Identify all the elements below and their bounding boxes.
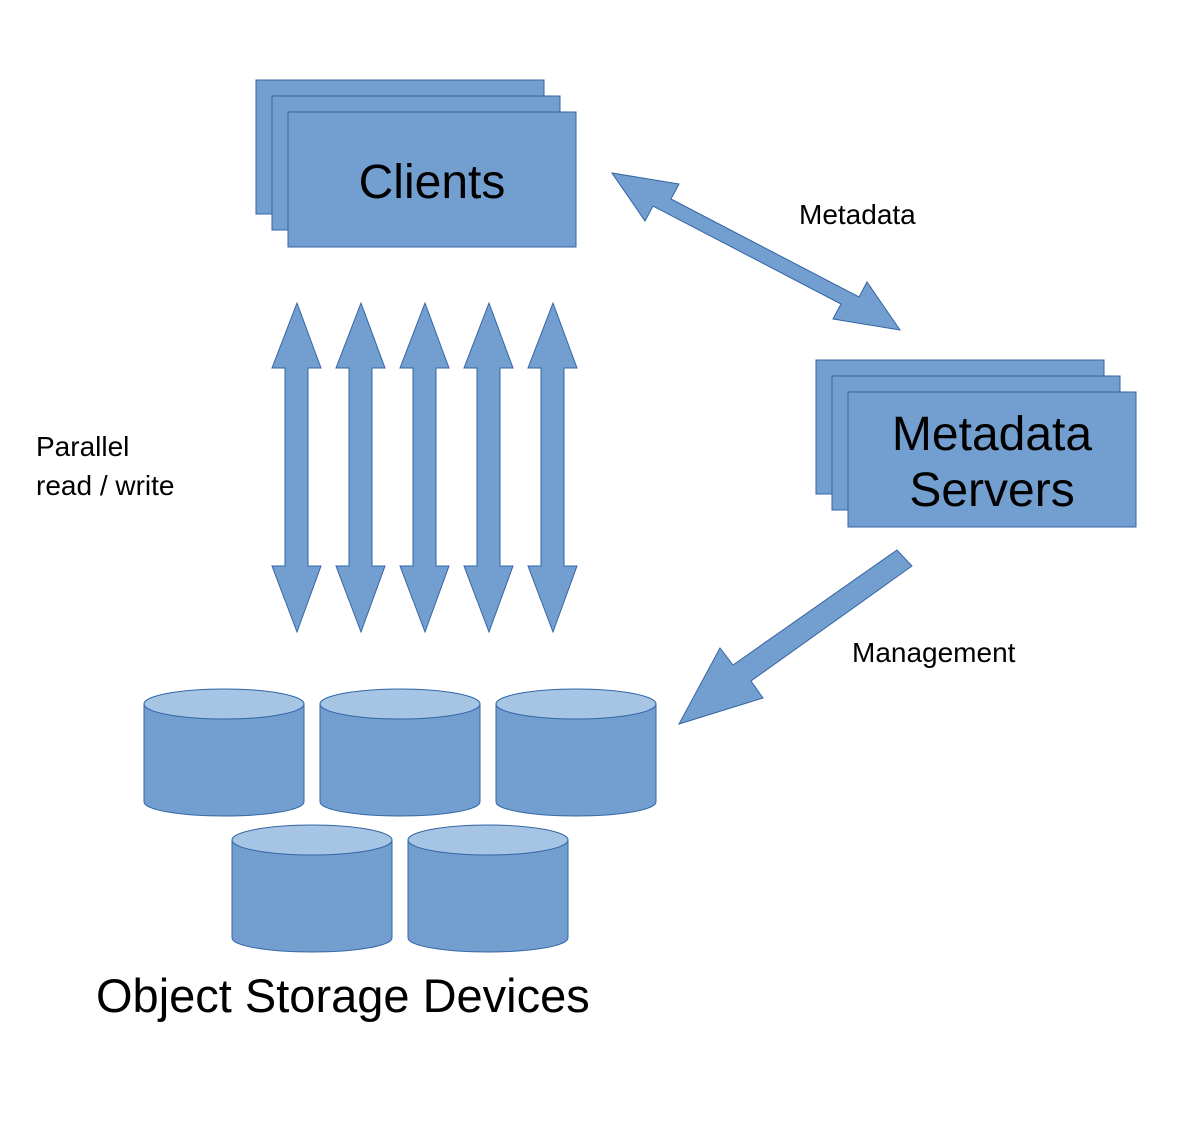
storage-cylinder-5 [407,824,569,953]
management-edge-label: Management [852,637,1016,668]
parallel-arrows [271,301,578,634]
parallel-arrow-3 [399,301,450,634]
object-storage-node: Object Storage Devices [96,688,657,1022]
metadata-edge-label: Metadata [799,199,916,230]
metadata-servers-label-line2: Servers [909,464,1074,517]
metadata-servers-node: Metadata Servers [815,359,1137,528]
metadata-double-arrow [610,172,902,331]
storage-cylinder-1 [143,688,305,817]
storage-cylinder-4 [231,824,393,953]
parallel-arrow-2 [335,301,386,634]
parallel-label-line1: Parallel [36,431,129,462]
object-storage-label: Object Storage Devices [96,969,590,1022]
parallel-arrow-1 [271,301,322,634]
clients-box-front [287,111,577,248]
parallel-label-line2: read / write [36,470,175,501]
metadata-servers-box-front [847,391,1137,528]
parallel-arrow-4 [463,301,514,634]
clients-label: Clients [359,156,506,209]
clients-node: Clients [255,79,577,248]
storage-cylinder-2 [319,688,481,817]
metadata-servers-label-line1: Metadata [892,408,1092,461]
management-arrow [677,549,913,725]
storage-cylinder-3 [495,688,657,817]
parallel-arrow-5 [527,301,578,634]
